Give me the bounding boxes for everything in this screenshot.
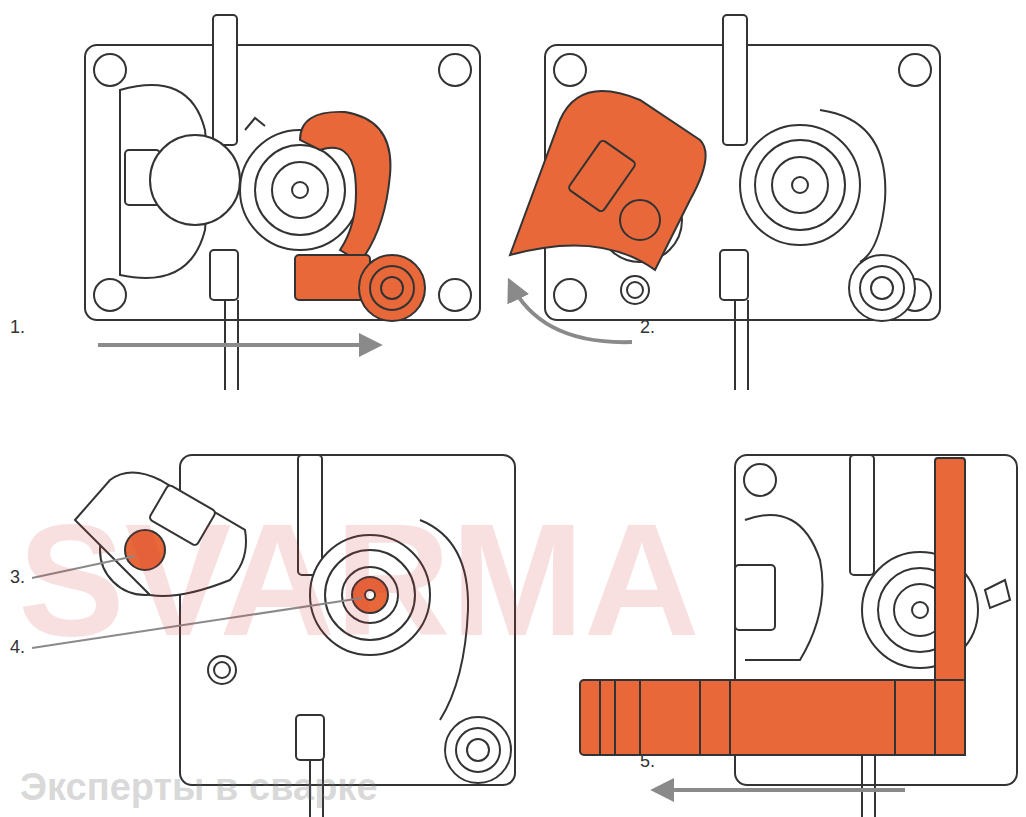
callout-number: 1.	[10, 318, 25, 338]
move-arrow	[98, 343, 378, 347]
callout-number: 2.	[640, 318, 655, 338]
rotate-arrow	[510, 282, 632, 342]
move-arrow	[655, 788, 905, 792]
feeder-panel-2	[510, 15, 940, 390]
callout-number: 5.	[640, 752, 655, 772]
watermark: SVARMA	[18, 500, 699, 660]
feeder-panel-1	[85, 15, 480, 390]
watermark: Эксперты в сварке	[20, 768, 378, 806]
